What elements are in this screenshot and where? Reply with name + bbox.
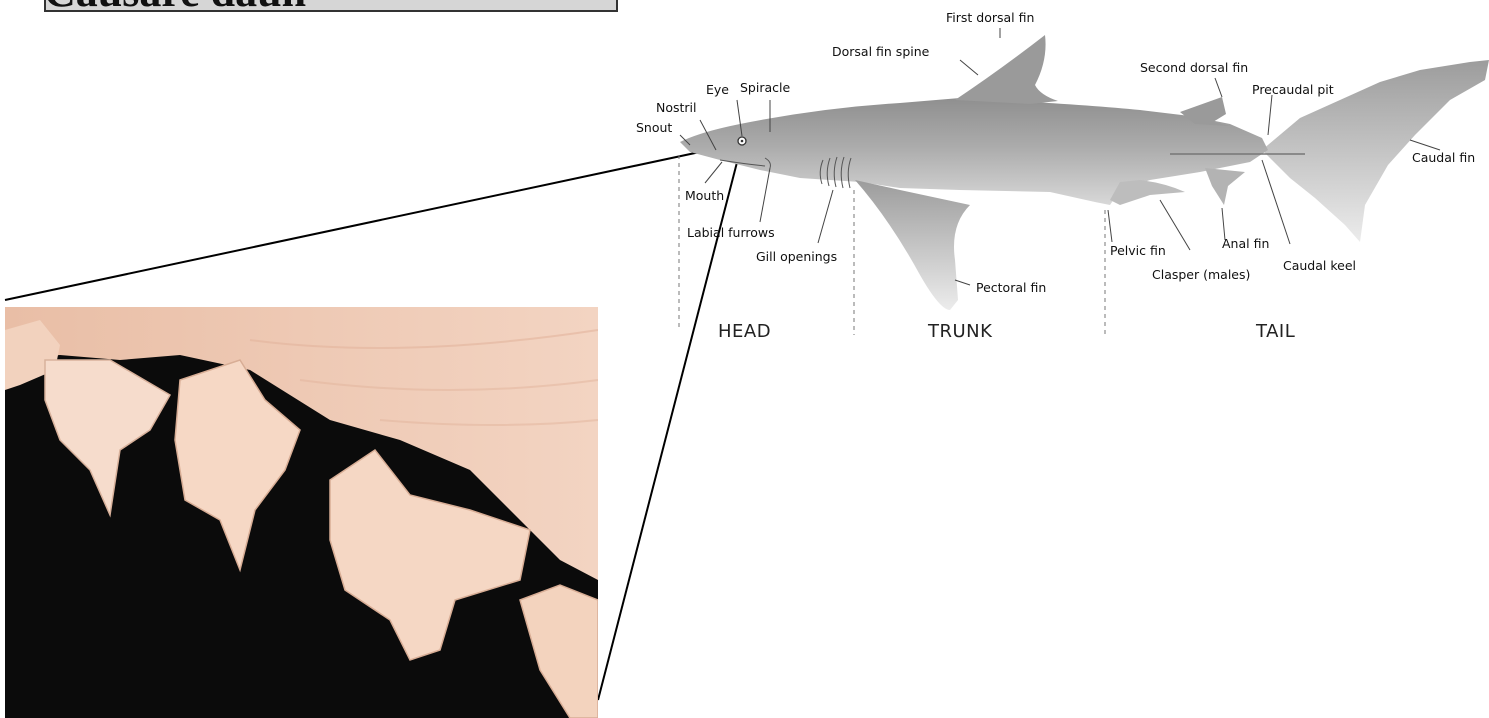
- label-gill-openings: Gill openings: [756, 249, 837, 264]
- label-spiracle: Spiracle: [740, 80, 790, 95]
- region-head: HEAD: [718, 321, 771, 342]
- label-eye: Eye: [706, 82, 729, 97]
- first-dorsal-fin-shape: [955, 35, 1058, 104]
- anal-fin-shape: [1205, 168, 1245, 205]
- region-tail: TAIL: [1255, 321, 1295, 342]
- shark-illustration: [680, 35, 1489, 310]
- label-nostril: Nostril: [656, 100, 697, 115]
- label-first-dorsal-fin: First dorsal fin: [946, 10, 1034, 25]
- pelvic-fin-shape: [1110, 180, 1185, 205]
- zoom-line-top: [5, 143, 742, 300]
- label-labial-furrows: Labial furrows: [687, 225, 775, 240]
- label-clasper: Clasper (males): [1152, 267, 1250, 282]
- shark-body: [680, 98, 1268, 205]
- label-anal-fin: Anal fin: [1222, 236, 1269, 251]
- label-caudal-keel: Caudal keel: [1283, 258, 1356, 273]
- label-pectoral-fin: Pectoral fin: [976, 280, 1046, 295]
- label-precaudal-pit: Precaudal pit: [1252, 82, 1334, 97]
- region-trunk: TRUNK: [927, 321, 993, 342]
- label-mouth: Mouth: [685, 188, 724, 203]
- label-dorsal-fin-spine: Dorsal fin spine: [832, 44, 930, 59]
- label-second-dorsal-fin: Second dorsal fin: [1140, 60, 1248, 75]
- teeth-photo: [5, 307, 598, 718]
- pectoral-fin-shape: [855, 180, 970, 310]
- label-caudal-fin: Caudal fin: [1412, 150, 1475, 165]
- label-snout: Snout: [636, 120, 672, 135]
- label-pelvic-fin: Pelvic fin: [1110, 243, 1166, 258]
